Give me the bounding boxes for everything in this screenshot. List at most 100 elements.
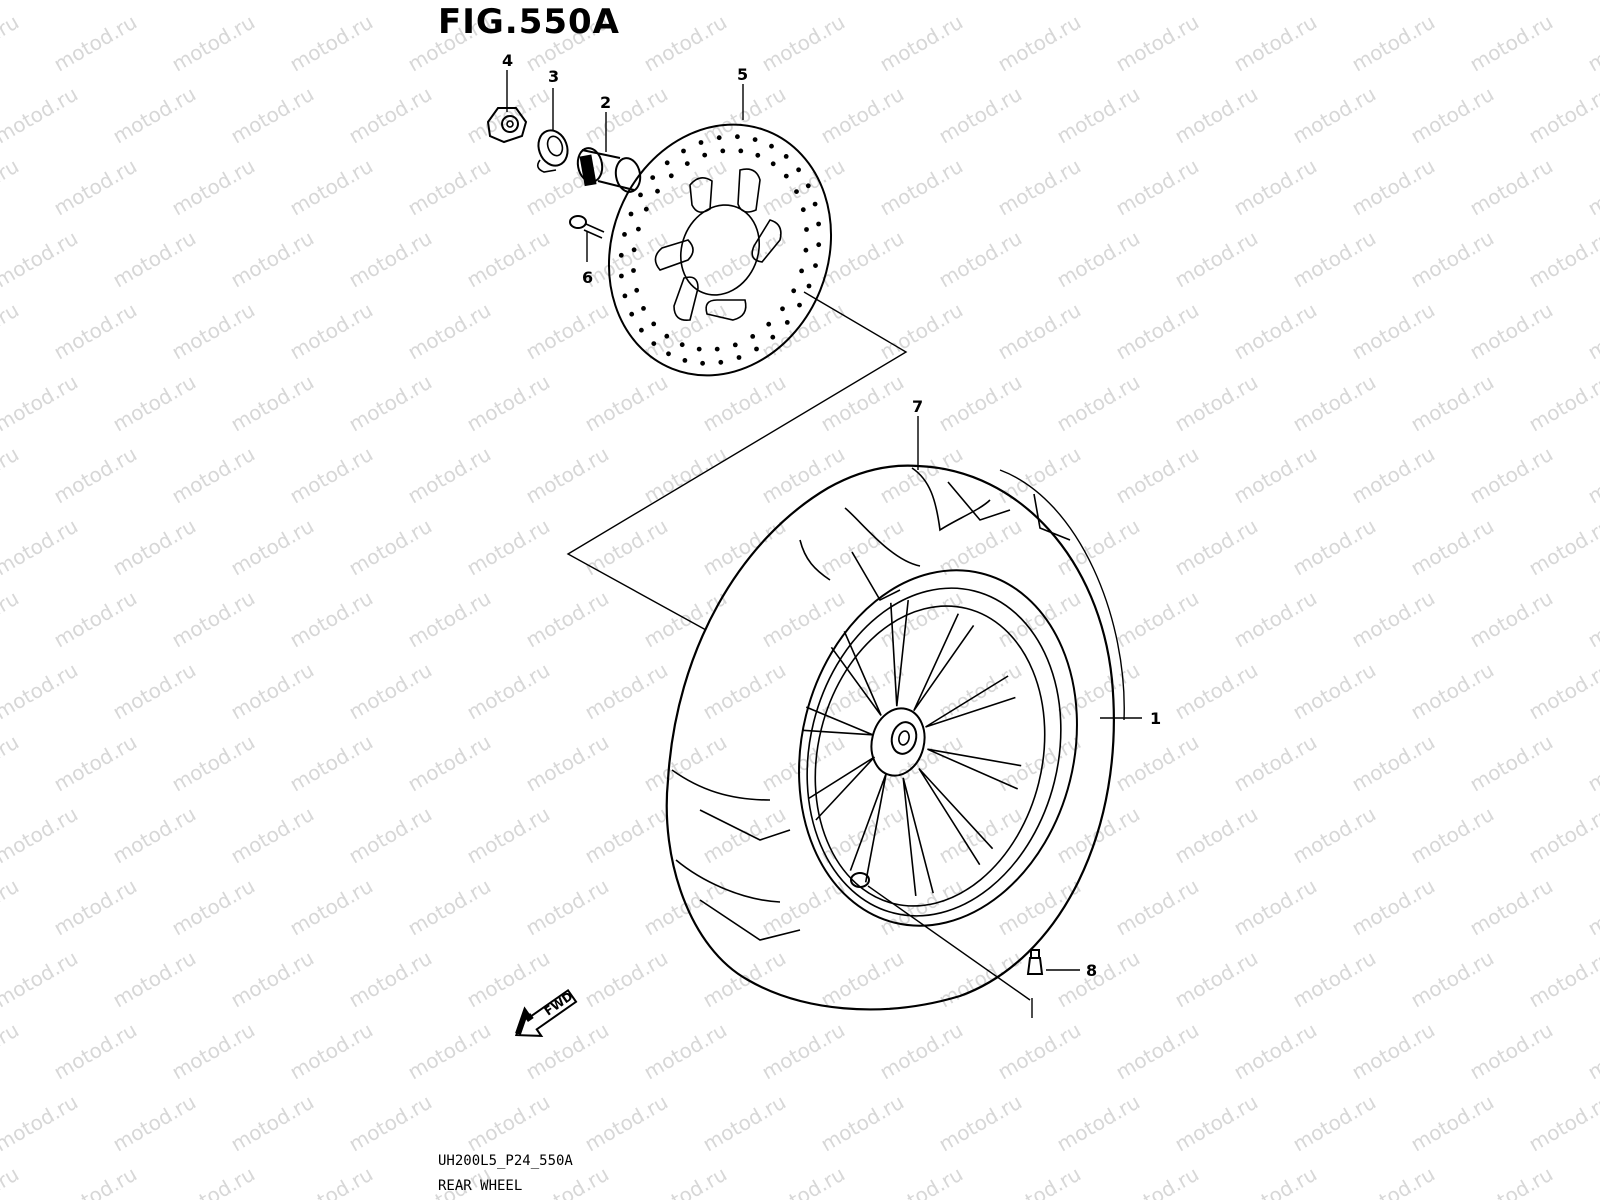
disc-hole xyxy=(738,148,744,154)
watermark-text: motod.ru xyxy=(109,0,200,4)
oil-seal xyxy=(536,129,569,173)
watermark-text: motod.ru xyxy=(345,370,436,437)
watermark-text: motod.ru xyxy=(1230,874,1321,941)
watermark-text: motod.ru xyxy=(581,82,672,149)
disc-hole xyxy=(679,342,685,348)
watermark-text: motod.ru xyxy=(1112,154,1203,221)
watermark-text: motod.ru xyxy=(699,370,790,437)
watermark-text: motod.ru xyxy=(1171,0,1262,4)
watermark-text: motod.ru xyxy=(168,1162,259,1200)
watermark-text: motod.ru xyxy=(227,370,318,437)
disc-hole xyxy=(700,360,705,366)
disc-hole xyxy=(668,173,674,179)
watermark-text: motod.ru xyxy=(581,946,672,1013)
disc-hole xyxy=(631,247,637,253)
watermark-text: motod.ru xyxy=(109,1090,200,1157)
callout-4: 4 xyxy=(502,51,513,70)
watermark-text: motod.ru xyxy=(168,874,259,941)
figure-code: UH200L5_P24_550A xyxy=(438,1153,573,1169)
disc-hole xyxy=(806,283,812,289)
callout-3: 3 xyxy=(548,67,559,86)
watermark-text: motod.ru xyxy=(1584,154,1600,221)
watermark-text: motod.ru xyxy=(1289,802,1380,869)
watermark-text: motod.ru xyxy=(1171,1090,1262,1157)
watermark-text: motod.ru xyxy=(286,10,377,77)
watermark-text: motod.ru xyxy=(994,1018,1085,1085)
watermark-text: motod.ru xyxy=(1171,514,1262,581)
watermark-text: motod.ru xyxy=(50,730,141,797)
watermark-text: motod.ru xyxy=(404,874,495,941)
watermark-text: motod.ru xyxy=(0,226,82,293)
watermark-text: motod.ru xyxy=(463,1090,554,1157)
watermark-text: motod.ru xyxy=(463,658,554,725)
watermark-text: motod.ru xyxy=(817,0,908,4)
wheel-spoke xyxy=(913,613,975,712)
watermark-text: motod.ru xyxy=(817,946,908,1013)
watermark-text: motod.ru xyxy=(0,946,82,1013)
disc-hole xyxy=(799,268,804,274)
watermark-text: motod.ru xyxy=(1525,1090,1600,1157)
disc-hole xyxy=(681,148,686,154)
watermark-text: motod.ru xyxy=(817,1090,908,1157)
watermark-text: motod.ru xyxy=(286,586,377,653)
wheel-spoke xyxy=(927,748,1022,790)
watermark-text: motod.ru xyxy=(1348,730,1439,797)
watermark-text: motod.ru xyxy=(1584,10,1600,77)
disc-hole xyxy=(696,346,702,352)
watermark-text: motod.ru xyxy=(168,586,259,653)
watermark-text: motod.ru xyxy=(0,0,82,4)
wheel-spoke xyxy=(925,675,1016,728)
callout-5: 5 xyxy=(737,65,748,84)
disc-hole xyxy=(664,333,670,339)
watermark-text: motod.ru xyxy=(1466,730,1557,797)
disc-hole xyxy=(618,252,624,258)
callouts: 1 2 3 4 5 6 7 8 xyxy=(502,51,1161,980)
watermark-text: motod.ru xyxy=(1112,10,1203,77)
watermark-text: motod.ru xyxy=(227,0,318,4)
wheel-spoke xyxy=(830,630,882,716)
wheel-spoke xyxy=(890,600,909,707)
watermark-text: motod.ru xyxy=(50,874,141,941)
watermark-text: motod.ru xyxy=(1053,226,1144,293)
watermark-text: motod.ru xyxy=(0,1018,23,1085)
watermark-text: motod.ru xyxy=(581,514,672,581)
watermark-text: motod.ru xyxy=(522,1018,613,1085)
watermark-text: motod.ru xyxy=(227,514,318,581)
watermark-text: motod.ru xyxy=(581,658,672,725)
watermark-text: motod.ru xyxy=(1289,946,1380,1013)
watermark-text: motod.ru xyxy=(935,946,1026,1013)
watermark-text: motod.ru xyxy=(1466,586,1557,653)
watermark-text: motod.ru xyxy=(522,874,613,941)
disc-hole xyxy=(791,288,797,294)
axle-nut xyxy=(486,107,528,144)
watermark-text: motod.ru xyxy=(1289,1090,1380,1157)
disc-hole xyxy=(619,273,624,279)
watermark-text: motod.ru xyxy=(1230,154,1321,221)
watermark-text: motod.ru xyxy=(1584,442,1600,509)
watermark-text: motod.ru xyxy=(1466,442,1557,509)
watermark-text: motod.ru xyxy=(699,1090,790,1157)
watermark-text: motod.ru xyxy=(1289,658,1380,725)
watermark-text: motod.ru xyxy=(227,946,318,1013)
figure-title: FIG.550A xyxy=(438,2,620,42)
watermark-text: motod.ru xyxy=(640,874,731,941)
watermark-text: motod.ru xyxy=(758,442,849,509)
watermark-text: motod.ru xyxy=(1171,370,1262,437)
watermark-text: motod.ru xyxy=(935,82,1026,149)
watermark-text: motod.ru xyxy=(1289,370,1380,437)
assembly-guide-lines xyxy=(566,291,1033,1018)
watermark-text: motod.ru xyxy=(640,298,731,365)
watermark-text: motod.ru xyxy=(699,0,790,4)
watermark-text: motod.ru xyxy=(1525,514,1600,581)
disc-hole xyxy=(812,201,818,207)
watermark-text: motod.ru xyxy=(0,730,23,797)
watermark-text: motod.ru xyxy=(286,442,377,509)
watermark-text: motod.ru xyxy=(522,154,613,221)
watermark-text: motod.ru xyxy=(876,730,967,797)
callout-7: 7 xyxy=(912,397,923,416)
watermark-text: motod.ru xyxy=(1112,1162,1203,1200)
watermark-text: motod.ru xyxy=(1407,802,1498,869)
wheel-spoke xyxy=(849,773,887,883)
disc-hole xyxy=(622,293,628,299)
watermark-text: motod.ru xyxy=(876,1162,967,1200)
